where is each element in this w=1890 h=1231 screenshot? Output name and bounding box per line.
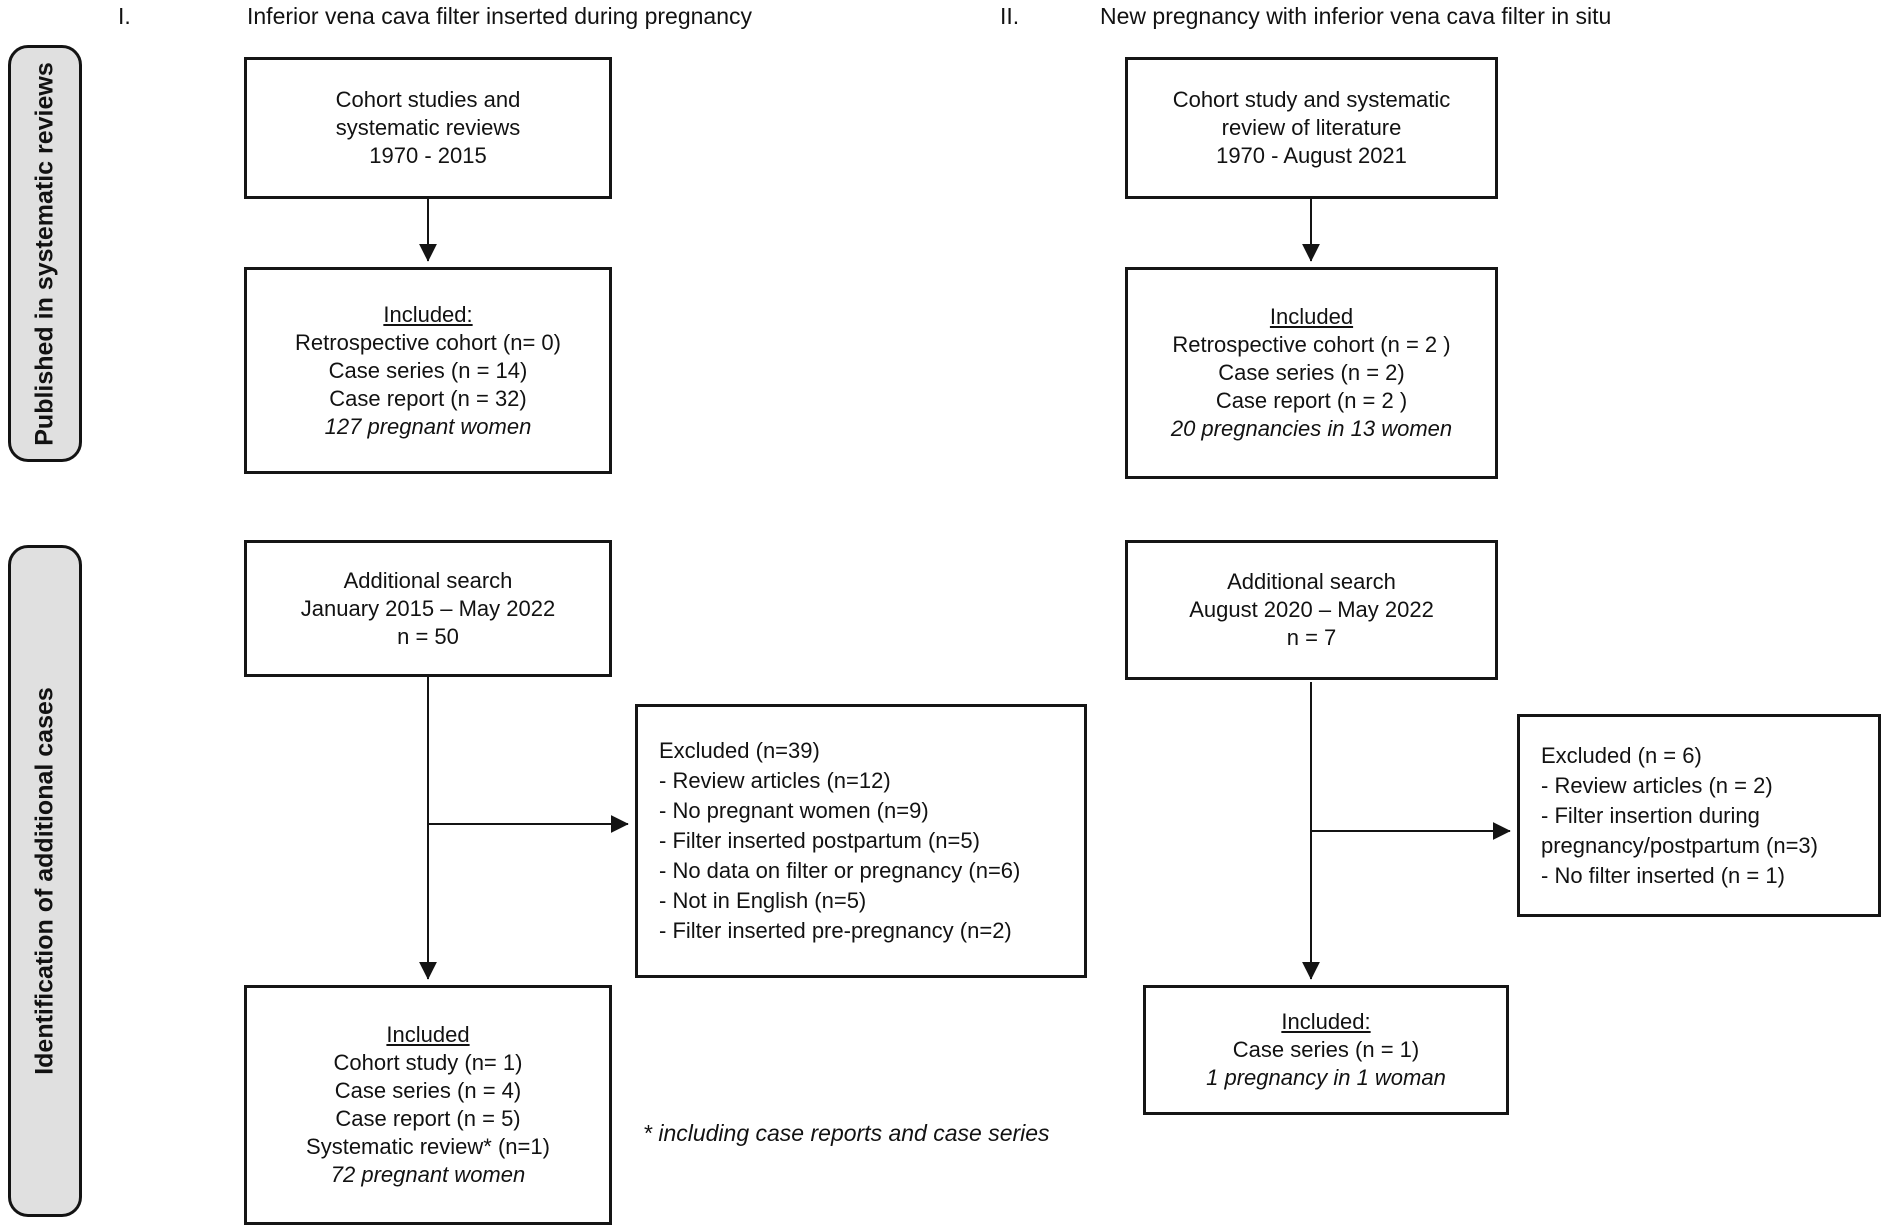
- side-label-text: Identification of additional cases: [30, 687, 59, 1075]
- excluded-item: - No filter inserted (n = 1): [1541, 862, 1785, 888]
- col2-excluded-box: Excluded (n = 6) - Review articles (n = …: [1517, 714, 1881, 917]
- excluded-item: - Filter insertion during pregnancy/post…: [1541, 802, 1818, 858]
- col1-included-reviews-box: Included: Retrospective cohort (n= 0) Ca…: [244, 267, 612, 474]
- box-line: n = 7: [1286, 625, 1337, 650]
- excluded-item: - Not in English (n=5): [659, 888, 867, 913]
- excluded-item: - No pregnant women (n=9): [659, 798, 929, 823]
- box-line: Cohort study (n= 1): [333, 1050, 523, 1075]
- side-label-text: Published in systematic reviews: [30, 61, 59, 446]
- column1-numeral: I.: [118, 3, 131, 29]
- box-line: January 2015 – May 2022: [300, 595, 556, 621]
- col1-source-box: Cohort studies and systematic reviews 19…: [244, 57, 612, 199]
- box-emphasis-line: 72 pregnant women: [330, 1162, 526, 1187]
- col1-additional-search-box: Additional search January 2015 – May 202…: [244, 540, 612, 677]
- col2-included-reviews-box: Included Retrospective cohort (n = 2 ) C…: [1125, 267, 1498, 479]
- box-line: Additional search: [343, 567, 513, 593]
- col1-included-additional-box: Included Cohort study (n= 1) Case series…: [244, 985, 612, 1225]
- box-emphasis-line: 127 pregnant women: [324, 413, 532, 439]
- footnote-asterisk-note: * including case reports and case series: [643, 1120, 1050, 1146]
- column1-title: Inferior vena cava filter inserted durin…: [247, 3, 753, 29]
- box-title: Excluded (n = 6): [1541, 742, 1702, 768]
- side-label-identification-of-additional-cases: Identification of additional cases: [8, 545, 82, 1217]
- box-line: Case series (n = 2): [1218, 360, 1405, 385]
- box-line: Additional search: [1227, 569, 1396, 594]
- box-title: Included:: [383, 301, 473, 327]
- excluded-item: - Filter inserted pre-pregnancy (n=2): [659, 918, 1012, 943]
- box-title: Included:: [1281, 1009, 1371, 1034]
- box-emphasis-line: 1 pregnancy in 1 woman: [1206, 1065, 1446, 1090]
- box-line: Retrospective cohort (n = 2 ): [1172, 332, 1451, 357]
- box-line: Cohort study and systematic: [1172, 87, 1451, 112]
- box-line: August 2020 – May 2022: [1189, 597, 1434, 622]
- col2-additional-search-box: Additional search August 2020 – May 2022…: [1125, 540, 1498, 680]
- box-line: Case series (n = 1): [1232, 1037, 1420, 1062]
- box-emphasis-line: 20 pregnancies in 13 women: [1170, 416, 1453, 441]
- box-line: 1970 - August 2021: [1216, 143, 1407, 168]
- column2-title: New pregnancy with inferior vena cava fi…: [1100, 3, 1612, 29]
- excluded-item: - Filter inserted postpartum (n=5): [659, 828, 980, 853]
- excluded-item: - No data on filter or pregnancy (n=6): [659, 858, 1021, 883]
- col2-included-additional-box: Included: Case series (n = 1) 1 pregnanc…: [1143, 985, 1509, 1115]
- box-line: 1970 - 2015: [369, 143, 487, 168]
- box-line: review of literature: [1221, 115, 1402, 140]
- col1-excluded-box: Excluded (n=39) - Review articles (n=12)…: [635, 704, 1087, 978]
- box-line: systematic reviews: [335, 115, 521, 140]
- side-label-published-in-systematic-reviews: Published in systematic reviews: [8, 45, 82, 462]
- box-line: n = 50: [397, 623, 459, 649]
- box-line: Case series (n = 4): [334, 1078, 522, 1103]
- box-line: Case report (n = 32): [329, 385, 527, 411]
- col2-source-box: Cohort study and systematic review of li…: [1125, 57, 1498, 199]
- box-line: Case series (n = 14): [328, 357, 528, 383]
- box-line: Case report (n = 5): [335, 1106, 521, 1131]
- excluded-item: - Review articles (n=12): [659, 768, 891, 793]
- box-line: Case report (n = 2 ): [1215, 388, 1408, 413]
- box-line: Retrospective cohort (n= 0): [295, 329, 561, 355]
- excluded-item: - Review articles (n = 2): [1541, 772, 1773, 798]
- box-title: Included: [1269, 304, 1354, 329]
- box-title: Excluded (n=39): [659, 738, 820, 763]
- box-line: Cohort studies and: [335, 87, 521, 112]
- column2-numeral: II.: [1000, 3, 1020, 29]
- box-line: Systematic review* (n=1): [306, 1134, 550, 1159]
- box-title: Included: [386, 1022, 470, 1047]
